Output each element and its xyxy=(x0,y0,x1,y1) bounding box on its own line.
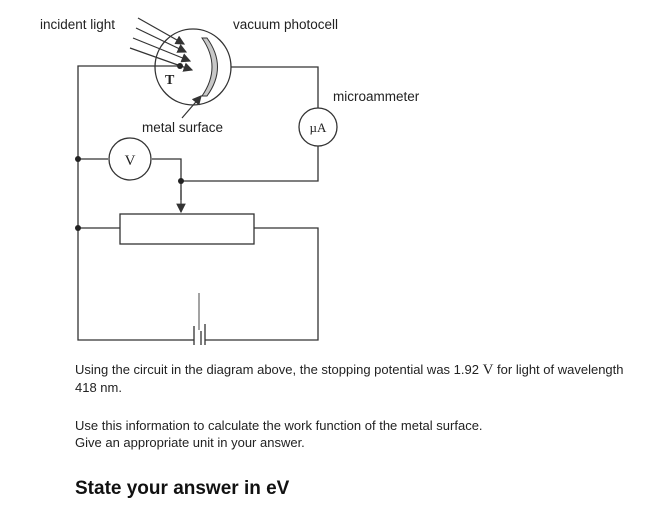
circuit-wires xyxy=(77,65,319,341)
incident-light-label: incident light xyxy=(40,17,115,32)
question-text-stopping-potential: Using the circuit in the diagram above, … xyxy=(75,361,635,396)
metal-surface-cathode xyxy=(201,37,218,97)
junction-dot xyxy=(75,225,81,231)
rheostat xyxy=(119,213,255,245)
question-line1-pre: Using the circuit in the diagram above, … xyxy=(75,362,483,377)
microammeter: µA xyxy=(298,107,338,147)
question-line3: Give an appropriate unit in your answer. xyxy=(75,435,305,450)
metal-surface-label: metal surface xyxy=(142,120,223,135)
vacuum-photocell-label: vacuum photocell xyxy=(233,17,338,32)
question-line1-unit: V xyxy=(482,362,494,378)
microammeter-symbol: µA xyxy=(310,120,327,135)
terminal-label: T xyxy=(165,73,175,88)
incident-light-rays xyxy=(129,17,194,72)
voltmeter-symbol: V xyxy=(125,153,136,169)
question-instructions: Use this information to calculate the wo… xyxy=(75,417,635,451)
metal-surface-pointer xyxy=(181,95,202,119)
junction-dot xyxy=(75,156,81,162)
vacuum-photocell xyxy=(154,28,232,106)
junction-dot xyxy=(178,178,184,184)
battery-icon xyxy=(193,293,206,345)
voltmeter: V xyxy=(108,137,152,181)
question-line2: Use this information to calculate the wo… xyxy=(75,418,483,433)
microammeter-label: microammeter xyxy=(333,89,420,104)
answer-prompt: State your answer in eV xyxy=(75,478,290,499)
circuit-diagram: µA V incident light vacuum photocell T m… xyxy=(40,17,420,345)
question-line1-post: for light of wavelength 418 nm. xyxy=(75,362,624,395)
